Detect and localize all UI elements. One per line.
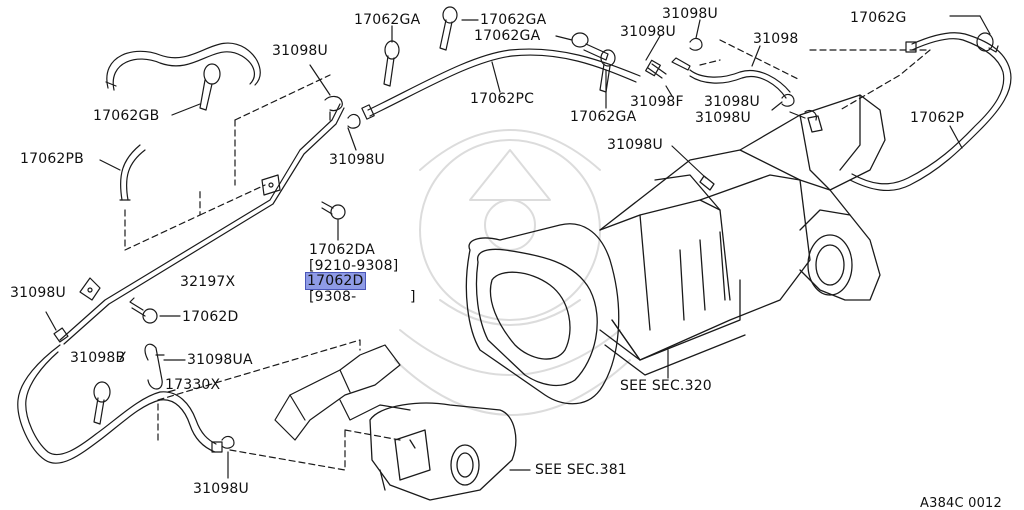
tube-32197x (59, 103, 345, 345)
label-17330x: 17330X (165, 377, 221, 393)
fitting-31098f (645, 57, 791, 99)
figure-code: A384C 0012 (920, 496, 1002, 510)
clamp-31098u-lower (221, 435, 235, 449)
watermark-emblem (394, 129, 631, 416)
clip-31098ua (144, 343, 165, 390)
bolt-17062d (129, 297, 158, 324)
clamp-31098b (93, 381, 111, 425)
label-17062d-highlighted[interactable]: 17062D (305, 272, 366, 290)
label-31098u-2: 31098U (329, 152, 385, 168)
label-31098b: 31098B (70, 350, 126, 366)
hose-17062gb (105, 42, 261, 91)
label-31098u-9: 31098U (193, 481, 249, 497)
clamp-31098u-right (689, 37, 817, 121)
clamp-17062gb (199, 63, 221, 111)
label-17062ga-2: 17062GA (480, 12, 547, 28)
front-differential (369, 402, 517, 501)
label-17062pc: 17062PC (470, 91, 535, 107)
label-31098ua: 31098UA (187, 352, 253, 368)
bracket-upper (79, 174, 281, 301)
label-17062ga-3: 17062GA (474, 28, 541, 44)
label-31098u-7: 31098U (607, 137, 663, 153)
label-31098u-8: 31098U (10, 285, 66, 301)
clamp-31098u-upper (324, 95, 343, 121)
label-31098f: 31098F (630, 94, 684, 110)
transmission-body (465, 94, 886, 405)
front-driveshaft (274, 344, 411, 441)
bolt-17062da (321, 201, 346, 220)
label-31098u-6: 31098U (695, 110, 751, 126)
dashed-leaders (124, 39, 931, 471)
label-date-range-1: [9210-9308] (309, 258, 399, 274)
label-17062ga-1: 17062GA (354, 12, 421, 28)
label-date-range-2-end: ] (410, 289, 416, 305)
label-31098u-1: 31098U (272, 43, 328, 59)
hose-17062pb (119, 144, 146, 201)
label-32197x: 32197X (180, 274, 236, 290)
label-17062g: 17062G (850, 10, 907, 26)
hose-17330x (17, 327, 223, 464)
label-see-sec-381: SEE SEC.381 (535, 462, 627, 478)
label-31098: 31098 (753, 31, 799, 47)
label-31098u-5: 31098U (704, 94, 760, 110)
label-17062p: 17062P (910, 110, 965, 126)
label-31098u-3: 31098U (620, 24, 676, 40)
label-date-range-2: [9308- (309, 289, 357, 305)
label-17062gb: 17062GB (93, 108, 160, 124)
label-17062ga-4: 17062GA (570, 109, 637, 125)
clamp-31098u-b (347, 113, 361, 129)
label-31098u-4: 31098U (662, 6, 718, 22)
label-17062pb: 17062PB (20, 151, 84, 167)
label-see-sec-320: SEE SEC.320 (620, 378, 712, 394)
label-17062d: 17062D (182, 309, 239, 325)
hose-17062g (849, 32, 1012, 191)
label-17062da: 17062DA (309, 242, 376, 258)
